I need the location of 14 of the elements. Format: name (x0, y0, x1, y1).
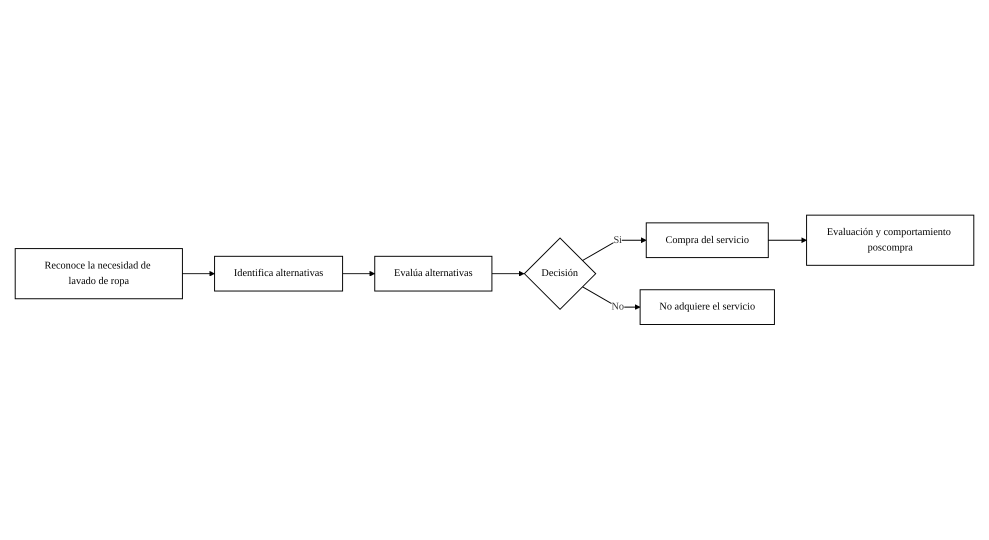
node-box: Identifica alternativas (214, 256, 344, 292)
arrow (182, 271, 215, 277)
node-box: Compra del servicio (646, 222, 769, 258)
edge-label: Si (613, 234, 622, 246)
node-box: No adquiere el servicio (640, 289, 775, 326)
node-box: Evalúa alternativas (374, 256, 492, 292)
node-box: Reconoce la necesidad de lavado de ropa (14, 248, 183, 300)
arrow (491, 271, 524, 277)
arrow (768, 238, 807, 244)
arrow (342, 271, 375, 277)
edge-label: No (611, 302, 624, 312)
arrow (582, 238, 646, 262)
node-box: Evaluación y comportamiento poscompra (806, 214, 974, 266)
node-diamond: Decisión (524, 238, 596, 310)
